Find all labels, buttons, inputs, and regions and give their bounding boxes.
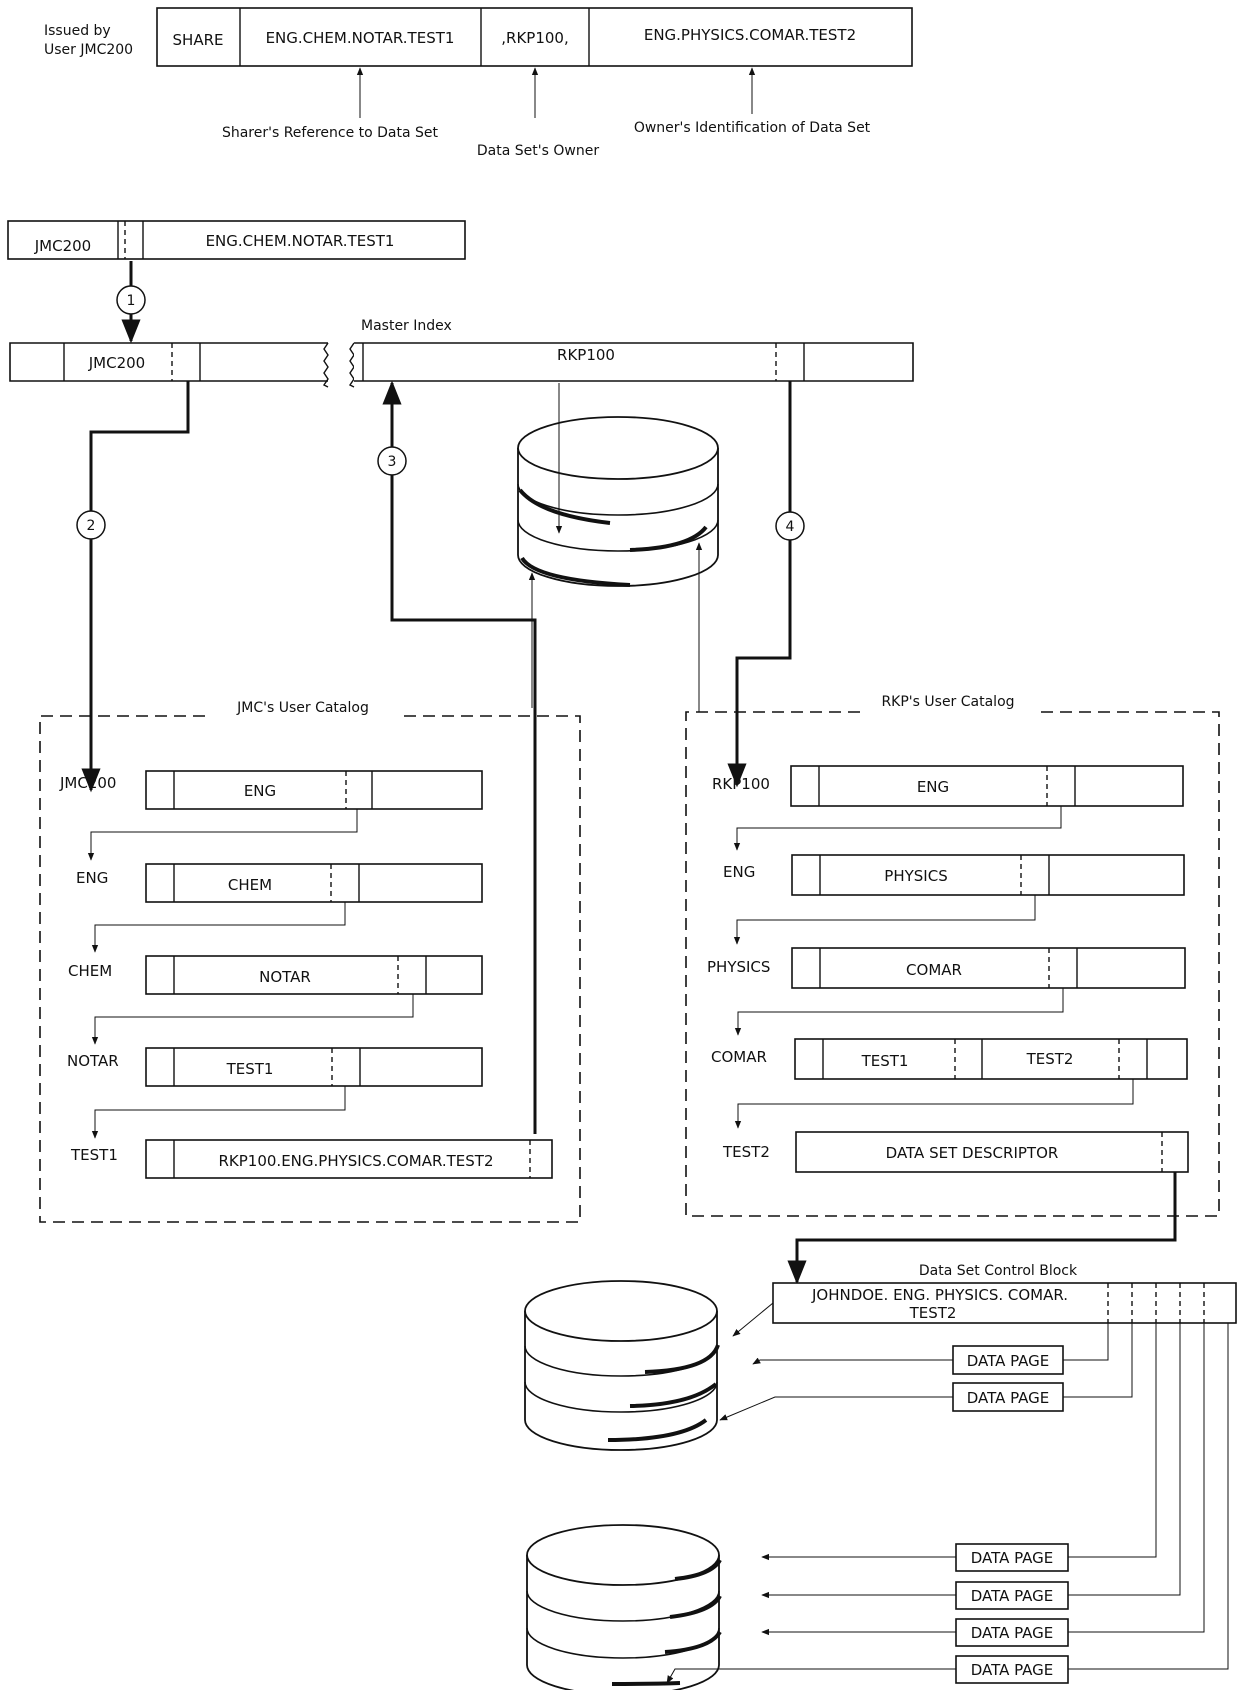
jmc-row-entry-2: NOTAR	[259, 968, 311, 986]
jmc-row-entry-0: ENG	[244, 782, 276, 800]
rkp-row-label-4: TEST2	[722, 1143, 770, 1161]
master-index-title: Master Index	[361, 318, 452, 334]
owner-identification-annotation: Owner's Identification of Data Set	[634, 120, 871, 136]
jmc-row-label-2: CHEM	[68, 962, 112, 980]
data-volume-disk-2-icon	[527, 1525, 720, 1690]
data-page-label-1: DATA PAGE	[967, 1389, 1050, 1407]
share-command: Issued by User JMC200 SHARE ENG.CHEM.NOT…	[44, 8, 912, 159]
rkp-row-label-0: RKP100	[712, 775, 770, 793]
issued-by-label-line1: Issued by	[44, 23, 111, 39]
rkp-row-entry-0: ENG	[917, 778, 949, 796]
dscb-pointers	[1063, 1323, 1228, 1669]
share-keyword: SHARE	[173, 31, 224, 49]
rkp-user-catalog: RKP's User Catalog RKP100 ENG ENG PHYSIC…	[686, 694, 1219, 1216]
step-1-label: 1	[127, 293, 136, 309]
jmc-row-label-1: ENG	[76, 869, 108, 887]
data-set-owner-annotation: Data Set's Owner	[477, 143, 599, 159]
step-4-label: 4	[786, 519, 795, 535]
step-3-label: 3	[388, 454, 397, 470]
data-page-label-2: DATA PAGE	[971, 1549, 1054, 1567]
rkp-row-label-3: COMAR	[711, 1048, 767, 1066]
master-index: Master Index JMC200 RKP100	[10, 318, 913, 387]
jmc-row-label-4: TEST1	[70, 1146, 118, 1164]
data-pages: DATA PAGE DATA PAGE DATA PAGE DATA PAGE …	[953, 1346, 1068, 1683]
jmc-catalog-title: JMC's User Catalog	[236, 700, 369, 716]
data-page-label-4: DATA PAGE	[971, 1624, 1054, 1642]
dscb-name-line2: TEST2	[909, 1304, 957, 1322]
rkp-row-entry-3a: TEST1	[861, 1052, 909, 1070]
rkp-row-label-1: ENG	[723, 863, 755, 881]
data-set-control-block: Data Set Control Block JOHNDOE. ENG. PHY…	[773, 1263, 1236, 1323]
step-2-label: 2	[87, 518, 96, 534]
rkp-catalog-title: RKP's User Catalog	[881, 694, 1014, 710]
top-entry-name: ENG.CHEM.NOTAR.TEST1	[206, 232, 395, 250]
issued-by-label-line2: User JMC200	[44, 42, 133, 58]
top-entry-user: JMC200	[34, 237, 91, 255]
owner-identification-field: ENG.PHYSICS.COMAR.TEST2	[644, 26, 856, 44]
sharer-reference-annotation: Sharer's Reference to Data Set	[222, 125, 439, 141]
top-entry: JMC200 ENG.CHEM.NOTAR.TEST1	[8, 221, 465, 259]
master-index-left-entry: JMC200	[88, 354, 145, 372]
rkp-row-entry-4: DATA SET DESCRIPTOR	[886, 1144, 1059, 1162]
rkp-row-entry-2: COMAR	[906, 961, 962, 979]
data-page-label-5: DATA PAGE	[971, 1661, 1054, 1679]
jmc-row-label-3: NOTAR	[67, 1052, 119, 1070]
rkp-row-entry-1: PHYSICS	[884, 867, 947, 885]
step-connectors	[91, 261, 790, 1134]
jmc-row-entry-3: TEST1	[226, 1060, 274, 1078]
dscb-name-line1: JOHNDOE. ENG. PHYSICS. COMAR.	[811, 1286, 1068, 1304]
rkp-row-label-2: PHYSICS	[707, 958, 770, 976]
sharer-reference-field: ENG.CHEM.NOTAR.TEST1	[266, 29, 455, 47]
rkp-row-entry-3b: TEST2	[1026, 1050, 1074, 1068]
jmc-user-catalog: JMC's User Catalog JMC200 ENG ENG CHEM C…	[40, 700, 580, 1222]
dscb-title: Data Set Control Block	[919, 1263, 1078, 1279]
jmc-row-label-0: JMC200	[59, 774, 116, 792]
jmc-row-entry-4: RKP100.ENG.PHYSICS.COMAR.TEST2	[219, 1152, 494, 1170]
data-page-label-0: DATA PAGE	[967, 1352, 1050, 1370]
data-page-label-3: DATA PAGE	[971, 1587, 1054, 1605]
owner-field: ,RKP100,	[501, 29, 568, 47]
data-volume-disk-1-icon	[525, 1281, 718, 1450]
jmc-row-entry-1: CHEM	[228, 876, 272, 894]
master-index-right-entry: RKP100	[557, 346, 615, 364]
master-index-disk-icon	[518, 417, 718, 586]
